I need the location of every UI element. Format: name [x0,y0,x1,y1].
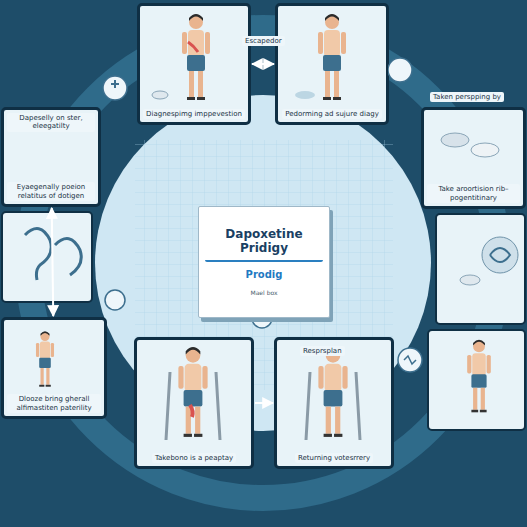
flow-arrow [52,208,54,316]
panel-caption: Returning votesrrery [295,453,373,463]
step-panel: Dlooze bring gherall alfimastiten pateri… [2,318,106,418]
panel-caption: Pedorming ad sujure diagy [282,109,382,119]
flow-arrow [255,402,273,404]
round-icons [103,58,422,372]
note-label: Taken perspping by [430,92,504,102]
step-panel: Dapeselly on ster, eleegatiltyEyaegenall… [2,108,100,206]
panel-caption: Diagnespimg imppevestion [143,109,245,119]
panel-caption: Eyaegenally poeion relatitus of dotigen [7,182,95,201]
step-panel: Returning votesrrery [275,338,393,468]
step-panel: Diagnespimg imppevestion [138,4,250,124]
note-label: Resprsplan [300,346,345,356]
panel-grounds [2,4,525,468]
flow-arrow [252,63,274,65]
brand-logo: Prodig [243,268,286,282]
product-note: Mael box [248,288,281,297]
panel-caption: Dapeselly on ster, eleegatilty [7,113,95,132]
step-panel: Takebono is a peaptay [135,338,253,468]
step-panel: Pedorming ad sujure diagy [276,4,388,124]
note-label: Escapedor [242,36,285,46]
product-box: Dapoxetine PridigyProdigMael box [198,206,330,318]
product-name: Dapoxetine Pridigy [205,227,323,262]
panel-caption: Takebono is a peaptay [152,453,236,463]
panel-caption: Dlooze bring gherall alfimastiten pateri… [7,394,101,413]
panel-caption: Take aroortision rib–pogentitinary [427,184,520,203]
step-panel: Take aroortision rib–pogentitinary [422,108,525,208]
